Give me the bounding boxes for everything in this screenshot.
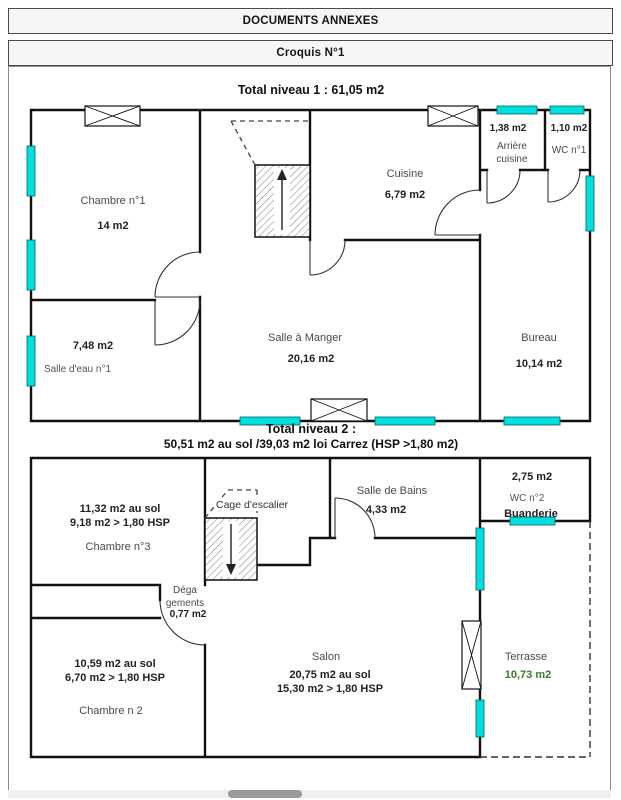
level2-door-arcs (159, 497, 376, 646)
level1-plan (26, 105, 595, 426)
window-marker (26, 239, 36, 291)
level1-french-windows (84, 105, 479, 422)
documents-annexes-header: DOCUMENTS ANNEXES (8, 8, 613, 34)
window-marker (26, 335, 36, 387)
room-area-cuisine: 6,79 m2 (384, 189, 426, 201)
room-area-arriere-cuisine: 1,38 m2 (489, 123, 527, 134)
french-window-marker (427, 105, 479, 127)
room-label-salle-eau1: Salle d'eau n°1 (43, 364, 112, 375)
degagements-line2: gements (165, 597, 205, 609)
horizontal-scrollbar-thumb[interactable] (228, 790, 302, 798)
window-marker (549, 105, 585, 115)
french-window-marker (461, 620, 482, 690)
room-area-carrez-chambre2: 6,70 m2 > 1,80 HSP (65, 672, 165, 684)
french-window-marker (84, 105, 141, 127)
room-area-wc2: 2,75 m2 (511, 471, 553, 483)
level2-staircase (204, 517, 258, 581)
room-area-degagements: 0,77 m2 (169, 609, 207, 620)
level2-total-title-line1: Total niveau 2 : (265, 422, 357, 436)
room-label-arriere-cuisine: Arrière cuisine (496, 141, 528, 165)
stair-down-arrowhead (226, 564, 236, 575)
room-area-floor-chambre2: 10,59 m2 au sol (74, 658, 156, 670)
room-label-terrasse: Terrasse (504, 651, 548, 663)
level2-windows (475, 516, 556, 738)
level1-staircase (254, 164, 311, 238)
level2-total-title-line2: 50,51 m2 au sol /39,03 m2 loi Carrez (HS… (163, 437, 459, 451)
level1-total-title: Total niveau 1 : 61,05 m2 (237, 83, 385, 97)
room-label-salon: Salon (311, 651, 341, 663)
horizontal-scrollbar-track[interactable] (8, 790, 611, 798)
room-label-chambre2: Chambre n 2 (79, 705, 143, 717)
level2-walls (29, 456, 592, 759)
window-marker (475, 527, 485, 591)
level1-door-arcs (154, 169, 581, 346)
croquis-header: Croquis N°1 (8, 40, 613, 66)
room-label-chambre3: Chambre n°3 (85, 541, 151, 553)
room-label-salle-de-bains: Salle de Bains (356, 485, 428, 497)
window-marker (585, 175, 595, 232)
degagements-line1: Déga (173, 585, 197, 596)
room-area-carrez-chambre3: 9,18 m2 > 1,80 HSP (70, 517, 170, 529)
room-area-chambre1: 14 m2 (97, 220, 129, 232)
room-label-wc2: WC n°2 (509, 493, 545, 504)
documents-annexes-title: DOCUMENTS ANNEXES (242, 15, 379, 27)
room-area-wc1: 1,10 m2 (550, 123, 588, 134)
window-marker (503, 416, 561, 426)
window-marker (509, 516, 556, 526)
window-marker (496, 105, 538, 115)
room-label-bureau: Bureau (521, 332, 557, 344)
room-label-wc1: WC n°1 (551, 145, 587, 156)
level1-windows (26, 105, 595, 426)
room-area-carrez-salon: 15,30 m2 > 1,80 HSP (276, 683, 384, 695)
croquis-title: Croquis N°1 (276, 47, 345, 59)
room-area-terrasse: 10,73 m2 (504, 669, 552, 681)
french-window-marker (310, 398, 368, 422)
window-marker (475, 699, 485, 738)
room-area-salle-de-bains: 4,33 m2 (365, 504, 407, 516)
room-label-cage-escalier: Cage d'escalier (214, 499, 291, 511)
window-marker (26, 145, 36, 197)
room-label-buanderie: Buanderie (504, 508, 558, 520)
window-marker (374, 416, 436, 426)
room-label-salle-a-manger: Salle à Manger (268, 332, 342, 344)
room-area-floor-salon: 20,75 m2 au sol (289, 669, 371, 681)
window-marker (239, 416, 301, 426)
level2-plan (29, 456, 592, 759)
room-label-cuisine: Cuisine (386, 168, 424, 180)
room-label-degagements: Déga gements (162, 585, 208, 610)
room-area-bureau: 10,14 m2 (515, 358, 563, 370)
room-area-salle-a-manger: 20,16 m2 (287, 353, 335, 365)
level1-stair-void-outline (230, 120, 310, 166)
stair-up-arrowhead (277, 169, 287, 180)
room-area-salle-eau1: 7,48 m2 (72, 340, 114, 352)
terrasse-dashed-boundary (480, 521, 591, 758)
room-label-chambre1: Chambre n°1 (80, 195, 146, 207)
room-area-floor-chambre3: 11,32 m2 au sol (79, 503, 161, 515)
